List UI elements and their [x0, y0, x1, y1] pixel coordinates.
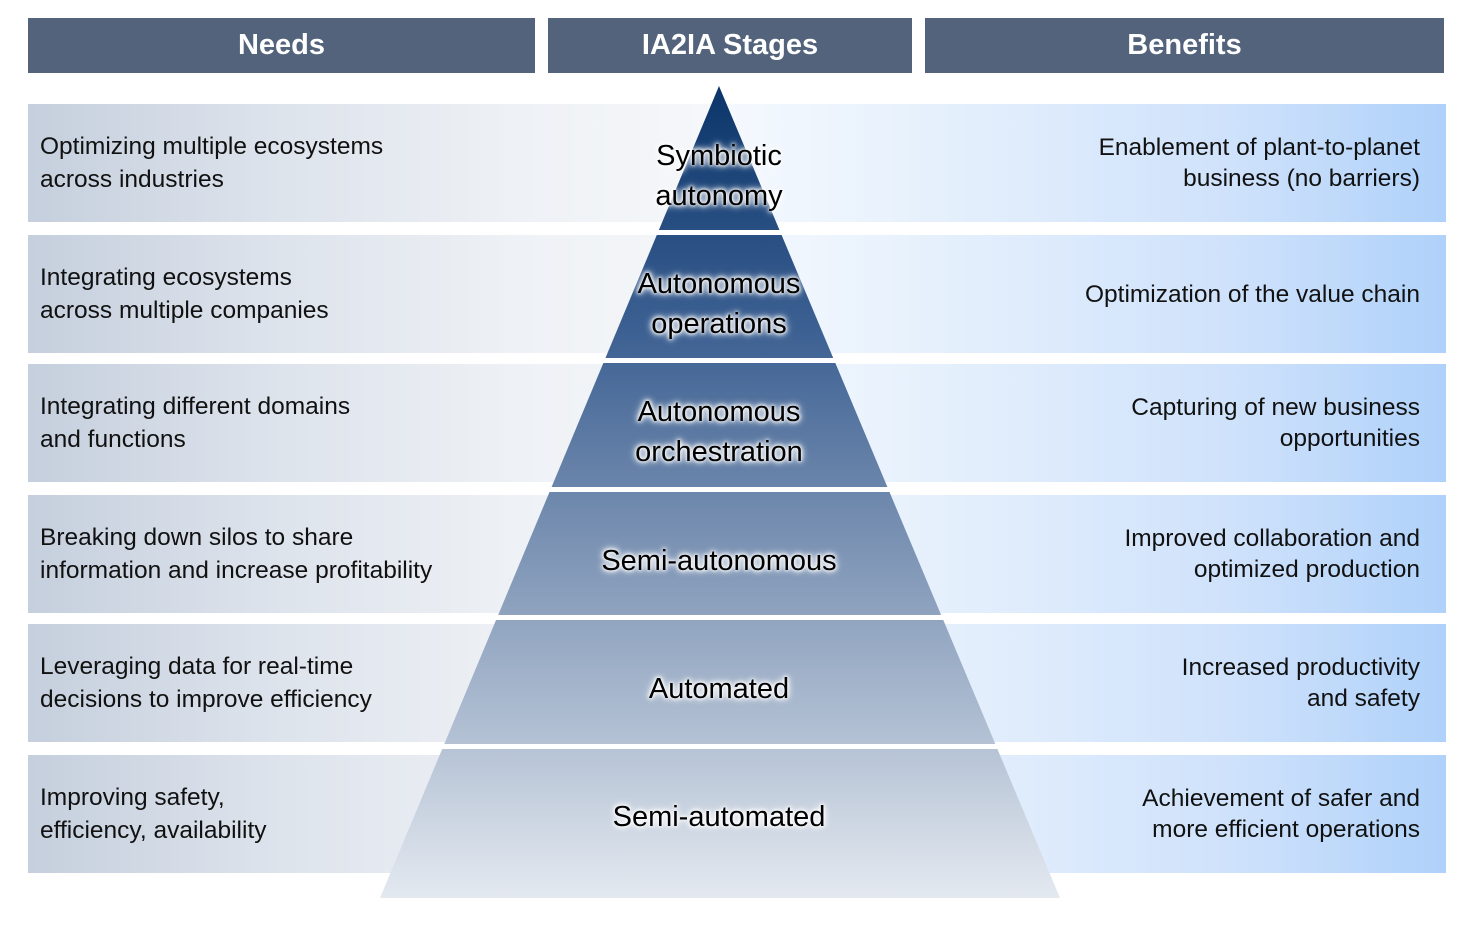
need-text: Breaking down silos to share information…: [40, 524, 433, 584]
tier-autonomous-orchestration: [551, 363, 888, 487]
row-1: Optimizing multiple ecosystems across in…: [28, 104, 1446, 222]
stage-autonomous-operations: Autonomous operations: [637, 268, 801, 340]
need-text: Integrating different domains and functi…: [40, 393, 351, 453]
benefit-text: Increased productivity and safety: [1181, 654, 1420, 712]
stage-symbiotic-autonomy: Symbiotic autonomy: [655, 140, 783, 212]
tier-autonomous-operations: [605, 235, 834, 358]
benefit-text: Optimization of the value chain: [1084, 280, 1420, 308]
stage-automated: Automated: [648, 673, 790, 705]
header-needs: Needs: [28, 18, 535, 73]
row-3: Integrating different domains and functi…: [28, 364, 1446, 482]
tier-semi-automated: [380, 749, 1060, 898]
need-text: Integrating ecosystems across multiple c…: [40, 264, 329, 324]
stage-semi-automated: Semi-automated: [612, 801, 826, 833]
row-2: Integrating ecosystems across multiple c…: [28, 235, 1446, 353]
tier-automated: [444, 620, 996, 744]
stage-semi-autonomous: Semi-autonomous: [601, 545, 837, 577]
need-text: Optimizing multiple ecosystems across in…: [40, 133, 384, 193]
benefit-text: Capturing of new business opportunities: [1131, 394, 1420, 452]
header-stages: IA2IA Stages: [548, 18, 912, 73]
benefits-band: [728, 104, 1446, 222]
benefit-text: Achievement of safer and more efficient …: [1142, 785, 1420, 843]
benefits-band: [728, 235, 1446, 353]
needs-band: [28, 235, 728, 353]
need-text: Improving safety, efficiency, availabili…: [40, 784, 267, 844]
tier-semi-autonomous: [498, 492, 942, 615]
tier-symbiotic-autonomy: [658, 86, 780, 230]
needs-band: [28, 104, 728, 222]
benefit-text: Improved collaboration and optimized pro…: [1124, 525, 1420, 583]
benefit-text: Enablement of plant-to-planet business (…: [1098, 134, 1420, 192]
stage-autonomous-orchestration: Autonomous orchestration: [635, 396, 803, 468]
header-benefits: Benefits: [925, 18, 1444, 73]
need-text: Leveraging data for real-time decisions …: [40, 653, 372, 713]
